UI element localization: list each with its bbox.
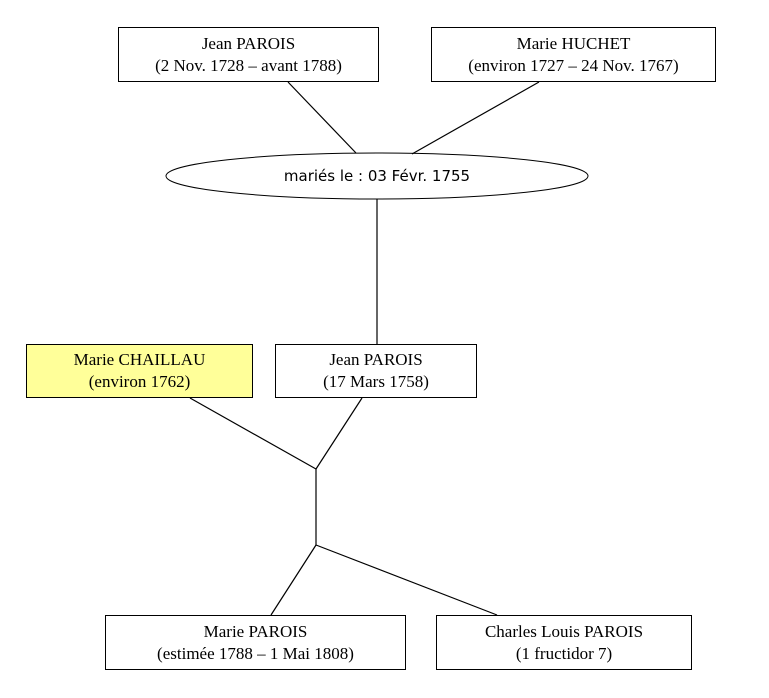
person-dates: (17 Mars 1758) [323, 372, 429, 391]
connector-chaillau-to-union [189, 397, 317, 470]
connector-jean-to-union [315, 397, 363, 470]
person-name: Jean PAROIS [329, 350, 423, 369]
connector-mother-to-marriage [411, 81, 540, 155]
person-name: Jean PAROIS [201, 33, 296, 53]
person-dates: (estimée 1788 – 1 Mai 1808) [157, 643, 354, 663]
person-box-marie-chaillau[interactable]: Marie CHAILLAU (environ 1762) [26, 344, 253, 398]
person-box-jean-parois-father[interactable]: Jean PAROIS (2 Nov. 1728 – avant 1788) [118, 27, 379, 82]
person-box-marie-huchet[interactable]: Marie HUCHET (environ 1727 – 24 Nov. 176… [431, 27, 716, 82]
person-box-marie-parois[interactable]: Marie PAROIS (estimée 1788 – 1 Mai 1808) [105, 615, 406, 670]
connector-father-to-marriage [287, 81, 357, 154]
person-dates: (2 Nov. 1728 – avant 1788) [155, 55, 342, 75]
person-dates: (1 fructidor 7) [515, 643, 613, 663]
person-dates: (environ 1727 – 24 Nov. 1767) [468, 55, 679, 75]
person-box-jean-parois-son[interactable]: Jean PAROIS (17 Mars 1758) [275, 344, 477, 398]
person-name: Marie HUCHET [516, 33, 631, 53]
person-dates: (environ 1762) [88, 372, 191, 391]
person-name: Charles Louis PAROIS [484, 621, 644, 641]
person-name: Marie PAROIS [203, 621, 308, 641]
marriage-label: mariés le : 03 Févr. 1755 [283, 167, 471, 185]
connector-union-to-charles [315, 544, 498, 616]
person-box-charles-louis-parois[interactable]: Charles Louis PAROIS (1 fructidor 7) [436, 615, 692, 670]
person-name: Marie CHAILLAU [73, 350, 206, 369]
connector-union-to-marie [270, 544, 317, 616]
